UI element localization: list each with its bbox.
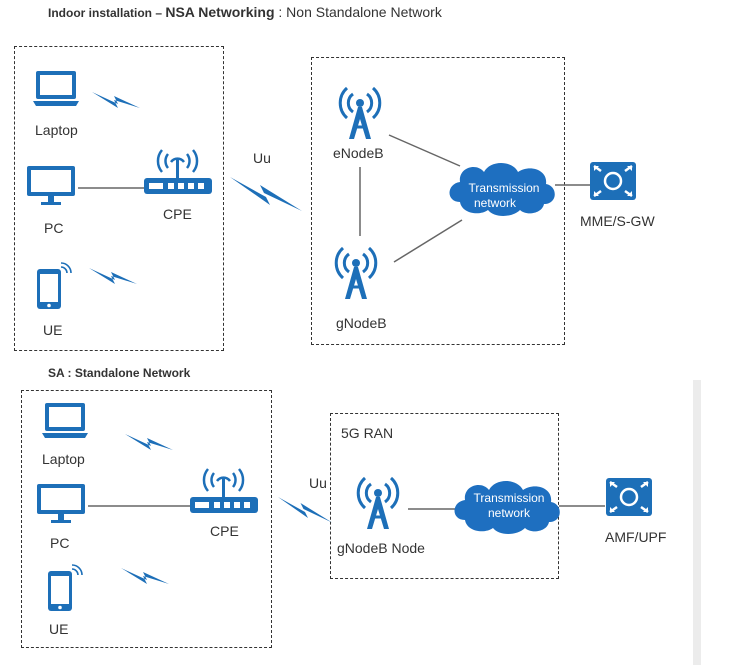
nsa-enodeb-icon [338,86,382,141]
nsa-transmission-line2: network [473,196,517,210]
nsa-laptop-bolt-icon [92,92,140,108]
sa-transmission-line2: network [487,506,531,520]
nsa-enodeb-label: eNodeB [333,145,384,161]
sa-uu-bolt-icon [278,497,332,523]
sa-laptop-label: Laptop [42,451,85,467]
sa-laptop-bolt-icon [125,434,173,450]
nsa-uu-label: Uu [253,150,271,166]
sa-indoor-box [21,390,272,648]
sa-pc-icon [37,484,85,523]
sa-core-icon [604,476,654,518]
header-nsa-subtitle: : Non Standalone Network [274,4,442,20]
sa-gnodeb-icon [356,476,400,531]
sa-laptop-icon [42,403,88,438]
nsa-ue-icon [36,262,72,310]
nsa-gnodeb-label: gNodeB [336,315,387,331]
nsa-ue-label: UE [43,322,63,338]
sa-cpe-icon [188,467,260,515]
nsa-uu-bolt-icon [230,177,302,211]
nsa-laptop-label: Laptop [35,122,78,138]
nsa-cpe-icon [142,148,214,196]
nsa-cpe-label: CPE [163,206,192,222]
nsa-core-label: MME/S-GW [580,213,655,229]
sa-ue-bolt-icon [121,568,169,584]
page-header: Indoor installation – NSA Networking : N… [48,4,442,20]
sa-pc-label: PC [50,535,70,551]
nsa-transmission-line1: Transmission [468,181,540,195]
nsa-indoor-box [14,46,224,351]
sa-ue-icon [47,564,83,612]
header-nsa-title: NSA Networking [165,4,275,20]
sa-section-title: SA : Standalone Network [48,366,191,380]
sa-cpe-label: CPE [210,523,239,539]
sa-gnodeb-label: gNodeB Node [337,540,425,556]
nsa-transmission-label: Transmission network [457,181,551,211]
nsa-gnodeb-icon [334,246,378,301]
header-prefix: Indoor installation – [48,6,166,20]
sa-core-label: AMF/UPF [605,529,667,545]
nsa-laptop-icon [33,71,79,106]
nsa-pc-icon [27,166,75,205]
nsa-ran-box [311,57,565,345]
sa-transmission-label: Transmission network [462,491,556,521]
sa-ue-label: UE [49,621,69,637]
sa-ran-box [330,413,559,579]
nsa-core-icon [588,160,638,202]
nsa-ue-bolt-icon [89,268,137,284]
nsa-enodeb-transport-link [388,134,461,167]
nsa-gnodeb-transport-link [393,219,463,263]
scrollbar-track[interactable] [693,380,701,665]
sa-transmission-line1: Transmission [473,491,545,505]
sa-ran-label: 5G RAN [341,425,394,441]
sa-uu-label: Uu [309,475,327,491]
nsa-pc-label: PC [44,220,64,236]
